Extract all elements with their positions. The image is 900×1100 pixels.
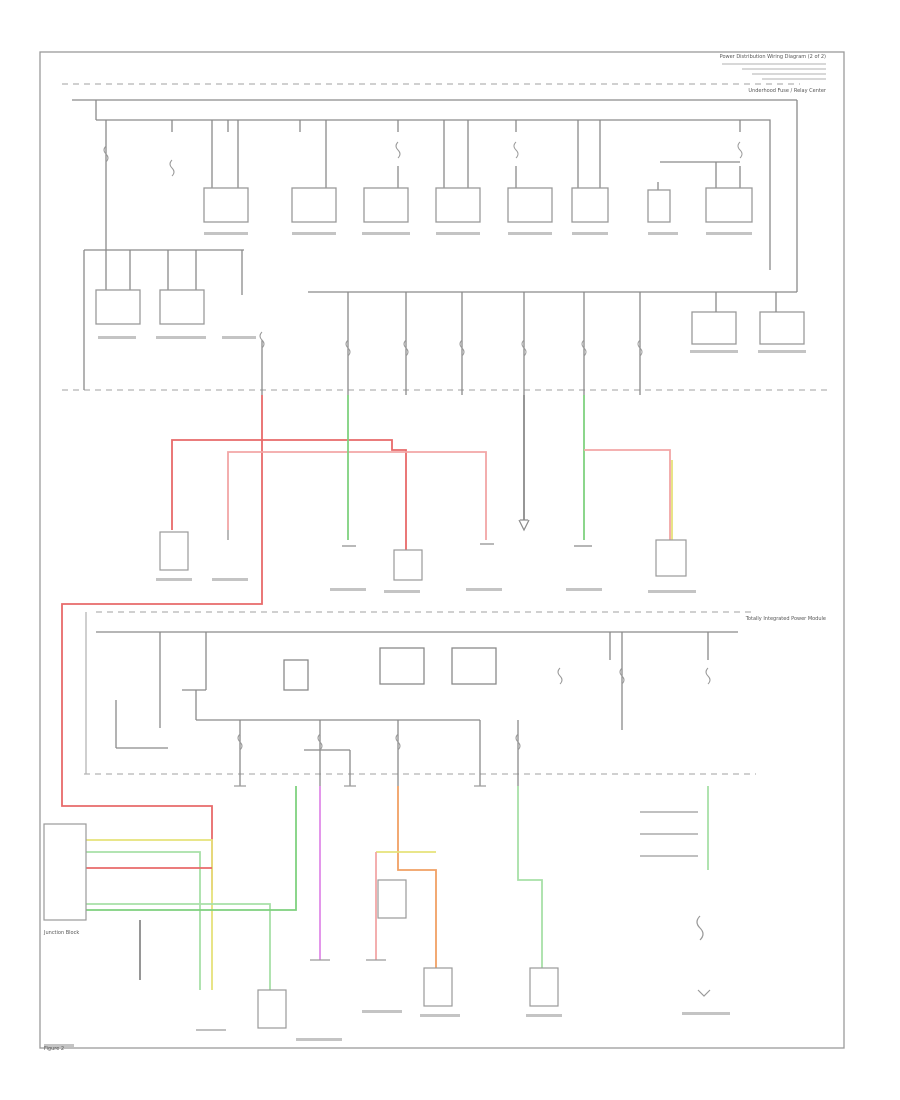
label-marks <box>44 232 806 1047</box>
green-wire-3 <box>86 786 297 911</box>
red-wire <box>171 439 407 550</box>
lower-wires <box>86 786 709 990</box>
diagram-frame <box>39 51 845 1049</box>
red-wire-main <box>61 395 263 890</box>
diagram-title: Power Distribution Wiring Diagram (2 of … <box>720 54 826 60</box>
upper-box-header: Underhood Fuse / Relay Center <box>748 88 827 94</box>
junction-block-label: Junction Block <box>43 930 79 936</box>
mid-components <box>159 519 687 581</box>
middle-box-header: Totally Integrated Power Module <box>745 616 826 622</box>
light-green-wire-2 <box>86 903 271 990</box>
pink-wire <box>227 451 487 540</box>
middle-fuse-glyphs <box>237 667 711 751</box>
middle-module-box <box>84 611 756 786</box>
green-wire-4 <box>517 786 543 968</box>
upper-fuse-box <box>62 63 828 395</box>
mid-wires <box>61 395 673 890</box>
sheet-label: Figure 2 <box>44 1046 64 1052</box>
pink-yellow-wire <box>584 449 671 540</box>
light-green-wire-1 <box>86 851 201 990</box>
orange-wire <box>397 786 437 968</box>
lower-components <box>43 785 711 1031</box>
yellow-green-wire <box>86 839 213 990</box>
upper-fuse-glyphs <box>103 141 743 357</box>
